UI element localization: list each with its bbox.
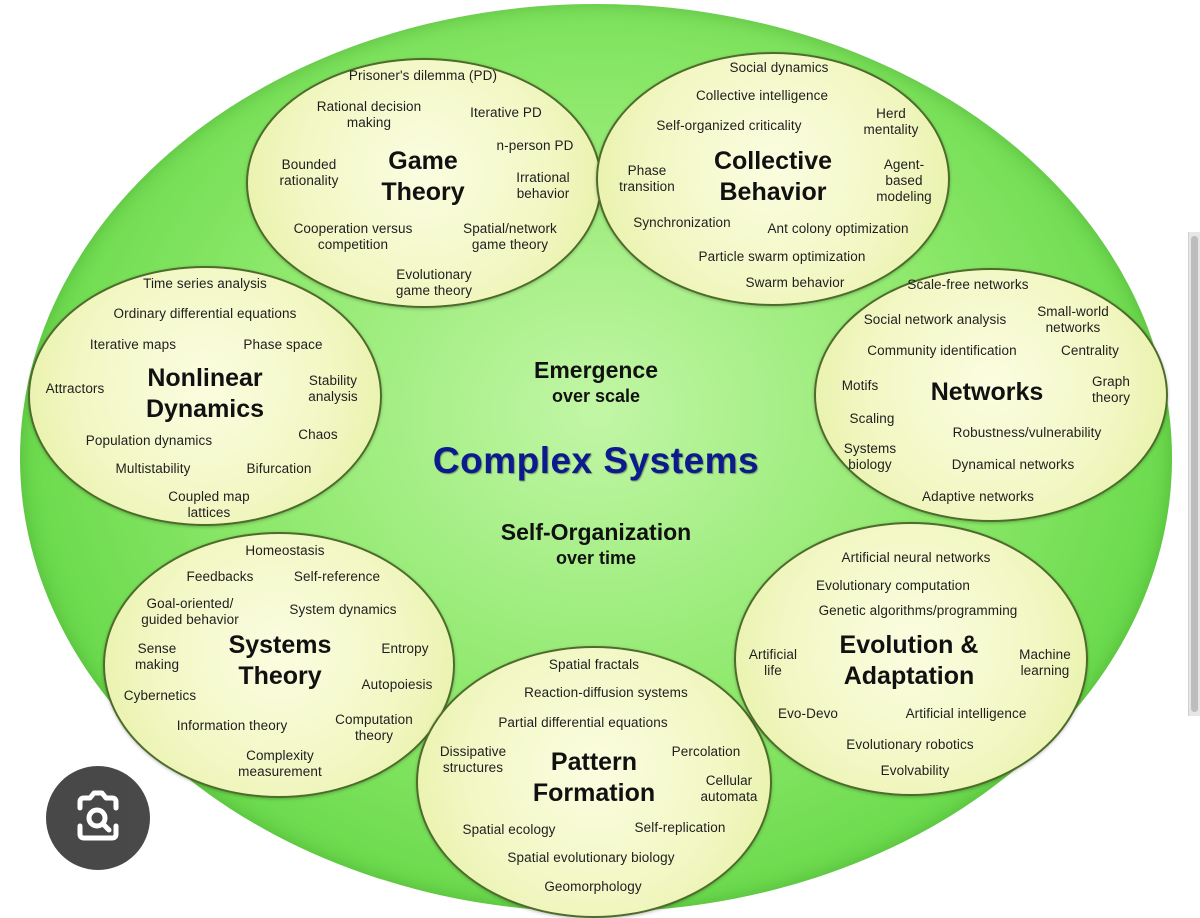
- evolution-item: Evolutionary robotics: [846, 737, 974, 752]
- pattern-item: Reaction-diffusion systems: [524, 685, 688, 700]
- pattern-item: Spatial evolutionary biology: [507, 850, 675, 865]
- evolution-item: Artificial life: [748, 647, 798, 678]
- game-item: n-person PD: [496, 138, 574, 153]
- networks-item: Social network analysis: [863, 312, 1007, 327]
- networks-item: Community identification: [867, 343, 1017, 358]
- evolution-item: Evo-Devo: [777, 706, 839, 721]
- pattern-item: Spatial ecology: [462, 822, 556, 837]
- collective-behavior-title: Collective Behavior: [713, 147, 833, 206]
- page-scrollbar-thumb[interactable]: [1191, 236, 1198, 712]
- nonlinear-item: Attractors: [45, 381, 105, 396]
- systems-item: Autopoiesis: [361, 677, 433, 692]
- nonlinear-item: Multistability: [115, 461, 191, 476]
- emergence-title: Emergence: [533, 357, 659, 383]
- networks-item: Dynamical networks: [951, 457, 1075, 472]
- systems-item: Information theory: [176, 718, 288, 733]
- evolution-adaptation-circle: [734, 522, 1088, 796]
- pattern-item: Percolation: [671, 744, 741, 759]
- systems-item: System dynamics: [289, 602, 397, 617]
- complex-systems-title: Complex Systems: [432, 440, 760, 481]
- networks-item: Scaling: [849, 411, 895, 426]
- pattern-item: Dissipative structures: [439, 744, 507, 775]
- collective-item: Agent- based modeling: [876, 157, 932, 204]
- systems-item: Cybernetics: [123, 688, 197, 703]
- game-item: Irrational behavior: [516, 170, 570, 201]
- collective-item: Ant colony optimization: [767, 221, 909, 236]
- camera-search-icon: [77, 790, 119, 841]
- evolution-item: Artificial intelligence: [905, 706, 1027, 721]
- pattern-item: Cellular automata: [700, 773, 758, 804]
- systems-item: Computation theory: [335, 712, 413, 743]
- pattern-item: Self-replication: [634, 820, 726, 835]
- nonlinear-item: Stability analysis: [308, 373, 358, 404]
- networks-item: Adaptive networks: [921, 489, 1035, 504]
- systems-item: Sense making: [134, 641, 180, 672]
- self-organization-subtitle: over time: [555, 548, 637, 568]
- collective-item: Collective intelligence: [695, 88, 829, 103]
- systems-item: Entropy: [381, 641, 429, 656]
- game-item: Prisoner's dilemma (PD): [348, 68, 498, 83]
- collective-item: Particle swarm optimization: [698, 249, 866, 264]
- evolution-item: Machine learning: [1019, 647, 1071, 678]
- networks-circle: [814, 268, 1168, 522]
- networks-item: Centrality: [1060, 343, 1120, 358]
- collective-behavior-circle: [596, 52, 950, 306]
- collective-item: Social dynamics: [729, 60, 829, 75]
- networks-item: Systems biology: [843, 441, 897, 472]
- evolution-item: Evolvability: [880, 763, 950, 778]
- game-theory-title: Game Theory: [381, 147, 465, 206]
- nonlinear-item: Time series analysis: [143, 276, 267, 291]
- networks-item: Small-world networks: [1037, 304, 1109, 335]
- self-organization-label: Self-Organization over time: [501, 518, 691, 570]
- nonlinear-item: Chaos: [298, 427, 338, 442]
- game-item: Rational decision making: [316, 99, 422, 130]
- systems-theory-circle: [103, 532, 455, 798]
- networks-item: Graph theory: [1091, 374, 1131, 405]
- game-item: Bounded rationality: [279, 157, 339, 188]
- game-item: Cooperation versus competition: [293, 221, 413, 252]
- emergence-subtitle: over scale: [551, 386, 641, 406]
- systems-item: Self-reference: [293, 569, 381, 584]
- systems-item: Complexity measurement: [238, 748, 322, 779]
- nonlinear-item: Iterative maps: [89, 337, 177, 352]
- systems-item: Feedbacks: [186, 569, 254, 584]
- networks-item: Robustness/vulnerability: [952, 425, 1102, 440]
- self-organization-title: Self-Organization: [500, 519, 692, 545]
- systems-item: Goal-oriented/ guided behavior: [141, 596, 239, 627]
- nonlinear-item: Coupled map lattices: [168, 489, 250, 520]
- nonlinear-dynamics-title: Nonlinear Dynamics: [145, 364, 265, 423]
- collective-item: Swarm behavior: [745, 275, 845, 290]
- evolution-item: Evolutionary computation: [816, 578, 970, 593]
- collective-item: Synchronization: [633, 215, 731, 230]
- pattern-item: Geomorphology: [544, 879, 642, 894]
- evolution-adaptation-title: Evolution & Adaptation: [839, 631, 979, 690]
- pattern-item: Partial differential equations: [498, 715, 668, 730]
- collective-item: Self-organized criticality: [656, 118, 802, 133]
- networks-item: Motifs: [841, 378, 879, 393]
- nonlinear-item: Bifurcation: [246, 461, 312, 476]
- game-item: Spatial/network game theory: [463, 221, 557, 252]
- nonlinear-dynamics-circle: [28, 266, 382, 526]
- game-item: Iterative PD: [470, 105, 542, 120]
- evolution-item: Genetic algorithms/programming: [818, 603, 1018, 618]
- nonlinear-item: Ordinary differential equations: [113, 306, 297, 321]
- nonlinear-item: Phase space: [243, 337, 323, 352]
- pattern-item: Spatial fractals: [548, 657, 640, 672]
- networks-item: Scale-free networks: [907, 277, 1029, 292]
- collective-item: Herd mentality: [863, 106, 919, 137]
- game-item: Evolutionary game theory: [395, 267, 473, 298]
- pattern-formation-circle: [416, 646, 772, 918]
- game-theory-circle: [246, 58, 602, 308]
- systems-item: Homeostasis: [245, 543, 325, 558]
- systems-theory-title: Systems Theory: [228, 631, 332, 690]
- emergence-label: Emergence over scale: [534, 356, 658, 408]
- evolution-item: Artificial neural networks: [841, 550, 991, 565]
- pattern-formation-title: Pattern Formation: [532, 748, 656, 807]
- networks-title: Networks: [930, 378, 1044, 406]
- visual-search-button[interactable]: [46, 766, 150, 870]
- nonlinear-item: Population dynamics: [85, 433, 213, 448]
- collective-item: Phase transition: [619, 163, 675, 194]
